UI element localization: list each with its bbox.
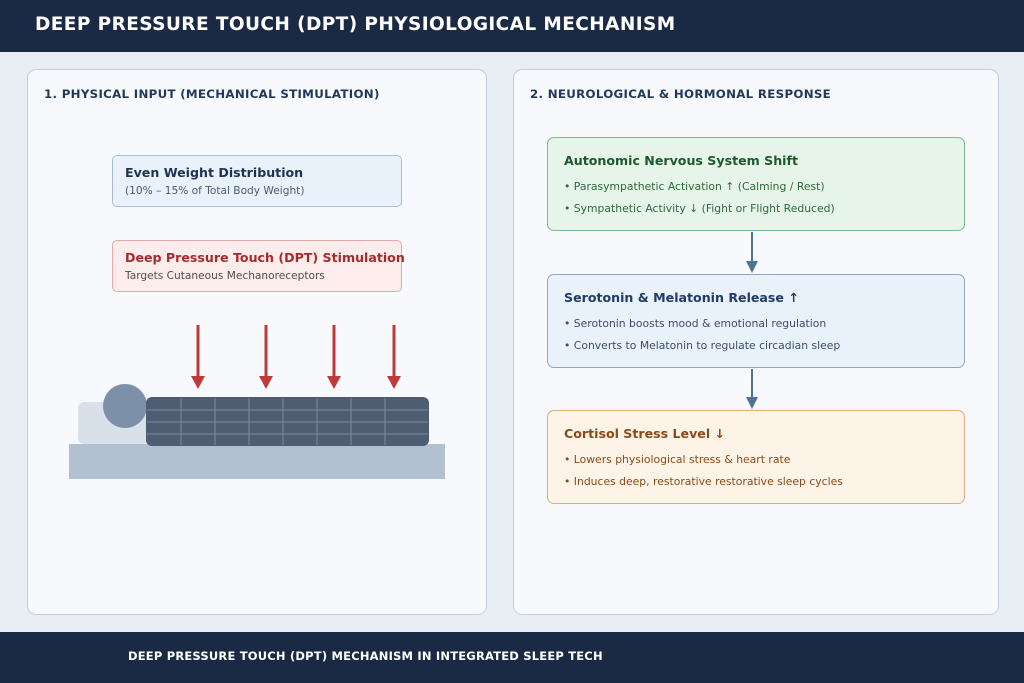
dpt-stimulation-box: Deep Pressure Touch (DPT) Stimulation Ta… — [112, 240, 405, 292]
cortisol-title: Cortisol Stress Level ↓ — [564, 426, 726, 441]
weighted-blanket-illustration — [69, 325, 445, 479]
flow-arrow — [746, 369, 758, 409]
weight-distribution-title: Even Weight Distribution — [125, 165, 304, 180]
dpt-stimulation-title: Deep Pressure Touch (DPT) Stimulation — [125, 250, 405, 265]
cortisol-bullet: • Induces deep, restorative restorative … — [564, 475, 843, 488]
serotonin-melatonin-bullet: • Serotonin boosts mood & emotional regu… — [564, 317, 827, 330]
neurological-response-panel-title: 2. NEUROLOGICAL & HORMONAL RESPONSE — [530, 87, 832, 101]
blanket-quilt-lines — [147, 398, 428, 445]
footer-bar: DEEP PRESSURE TOUCH (DPT) MECHANISM IN I… — [0, 632, 1024, 683]
pressure-arrow — [259, 325, 273, 389]
autonomic-shift-title: Autonomic Nervous System Shift — [564, 153, 798, 168]
autonomic-shift-bullet: • Sympathetic Activity ↓ (Fight or Fligh… — [564, 202, 835, 215]
physical-input-panel: 1. PHYSICAL INPUT (MECHANICAL STIMULATIO… — [27, 69, 487, 615]
physical-input-panel-title: 1. PHYSICAL INPUT (MECHANICAL STIMULATIO… — [44, 87, 380, 101]
pressure-arrows — [191, 325, 401, 389]
weight-distribution-box: Even Weight Distribution (10% – 15% of T… — [112, 155, 402, 207]
mattress — [69, 444, 445, 479]
footer-text: DEEP PRESSURE TOUCH (DPT) MECHANISM IN I… — [128, 649, 603, 663]
page-title: DEEP PRESSURE TOUCH (DPT) PHYSIOLOGICAL … — [35, 14, 676, 35]
serotonin-melatonin-box: Serotonin & Melatonin Release ↑ • Seroto… — [547, 274, 965, 368]
cortisol-bullet: • Lowers physiological stress & heart ra… — [564, 453, 791, 466]
header-bar: DEEP PRESSURE TOUCH (DPT) PHYSIOLOGICAL … — [0, 0, 1024, 52]
autonomic-shift-box: Autonomic Nervous System Shift • Parasym… — [547, 137, 965, 231]
serotonin-melatonin-bullet: • Converts to Melatonin to regulate circ… — [564, 339, 841, 352]
head — [103, 384, 147, 428]
weight-distribution-subtitle: (10% – 15% of Total Body Weight) — [125, 185, 305, 197]
pressure-arrow — [387, 325, 401, 389]
flow-arrow — [746, 232, 758, 273]
pressure-arrow — [191, 325, 205, 389]
autonomic-shift-bullet: • Parasympathetic Activation ↑ (Calming … — [564, 180, 825, 193]
cortisol-box: Cortisol Stress Level ↓ • Lowers physiol… — [547, 410, 965, 504]
dpt-stimulation-subtitle: Targets Cutaneous Mechanoreceptors — [125, 270, 325, 282]
serotonin-melatonin-title: Serotonin & Melatonin Release ↑ — [564, 290, 799, 305]
pressure-arrow — [327, 325, 341, 389]
neurological-response-panel: 2. NEUROLOGICAL & HORMONAL RESPONSE Auto… — [513, 69, 999, 615]
flow-connectors — [746, 232, 758, 409]
